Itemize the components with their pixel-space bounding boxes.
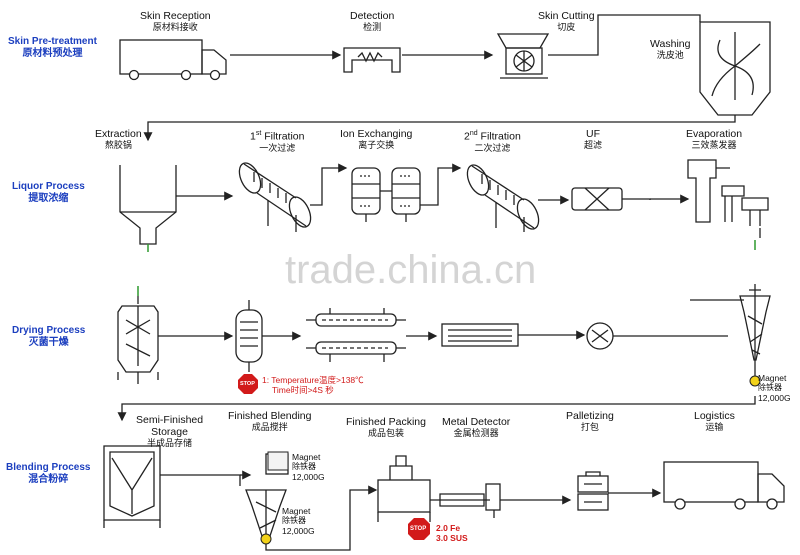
watermark: trade.china.cn [285, 248, 537, 292]
stop-label: STOP [410, 526, 427, 532]
iron-tolerance-note: 2.0 Fe [436, 523, 461, 533]
dryer-icon [306, 308, 406, 362]
skin-cutter-icon [496, 33, 550, 79]
extraction-vessel-icon [119, 165, 177, 245]
uht-heater-icon [235, 300, 263, 372]
truck-icon [119, 39, 227, 81]
uf-membrane-icon [571, 187, 623, 211]
logistics-truck-icon [663, 461, 785, 510]
sterilize-time-note: Time时间>4S 秒 [272, 385, 334, 395]
packing-machine-icon [377, 455, 501, 522]
detection-icon [343, 47, 401, 73]
stop-label: STOP [240, 381, 255, 387]
ion-exchange-icon [351, 167, 421, 222]
sterilizer-tank-icon [117, 296, 159, 384]
sterilize-temperature-note: 1: Temperature温度>138℃ [262, 375, 364, 385]
crusher-icon [586, 322, 614, 350]
cooling-belt-icon [441, 323, 519, 347]
magnet-icon [260, 375, 761, 545]
cone-mixer-icon [739, 284, 771, 361]
washing-tank-icon [699, 21, 771, 116]
palletizer-icon [577, 471, 609, 511]
storage-bin-icon [103, 445, 161, 528]
filter-icon [466, 164, 540, 232]
evaporator-icon [687, 159, 769, 226]
stop-sign-icon [238, 374, 430, 540]
filter-icon [238, 162, 312, 232]
stainless-tolerance-note: 3.0 SUS [436, 533, 468, 543]
